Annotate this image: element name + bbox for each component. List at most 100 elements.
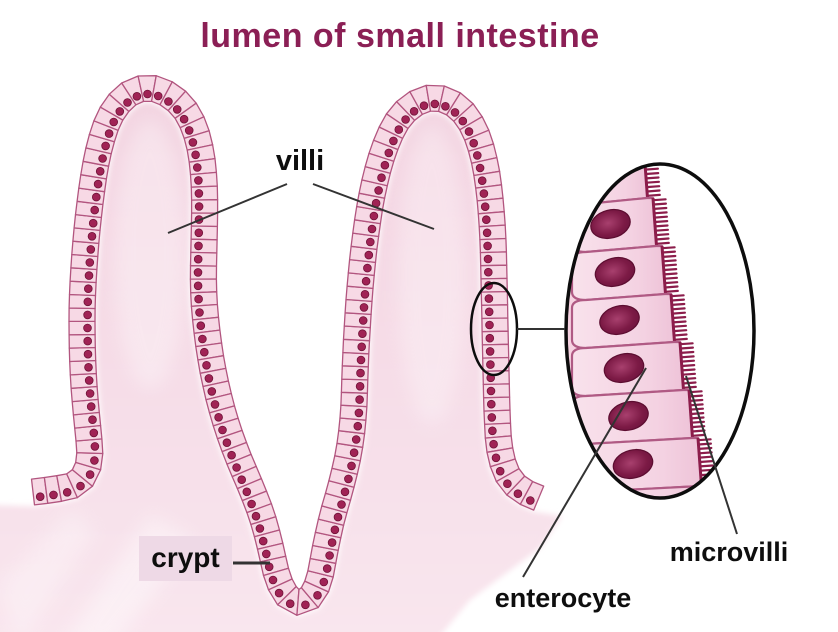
microvillus-tick bbox=[706, 490, 722, 494]
cell-nucleus bbox=[214, 412, 223, 422]
microvillus-tick bbox=[654, 233, 670, 237]
cell-nucleus bbox=[477, 176, 487, 186]
cell-nucleus bbox=[357, 342, 367, 352]
microvillus-tick bbox=[700, 481, 715, 485]
diagram-title: lumen of small intestine bbox=[200, 17, 600, 55]
microvillus-tick bbox=[645, 160, 658, 161]
cell-nucleus bbox=[49, 490, 58, 500]
cell-nucleus bbox=[88, 415, 97, 425]
cell-nucleus bbox=[480, 202, 490, 212]
cell-nucleus bbox=[344, 474, 353, 484]
cell-nucleus bbox=[359, 303, 369, 312]
microvillus-tick bbox=[644, 176, 660, 180]
microvillus-tick bbox=[664, 289, 679, 293]
cell-nucleus bbox=[347, 461, 356, 471]
cell-nucleus bbox=[194, 228, 204, 238]
microvillus-tick bbox=[708, 500, 721, 501]
inset-enterocyte-cell bbox=[570, 164, 649, 206]
cell-nucleus bbox=[458, 116, 468, 126]
cell-nucleus bbox=[319, 577, 329, 587]
cell-nucleus bbox=[85, 389, 95, 398]
microvillus-tick bbox=[653, 224, 669, 228]
cell-nucleus bbox=[351, 435, 361, 444]
cell-nucleus bbox=[472, 151, 482, 160]
inset-cell-nucleus bbox=[599, 304, 640, 336]
microvillus-tick bbox=[652, 198, 667, 202]
cell-nucleus bbox=[115, 107, 125, 116]
microvillus-tick bbox=[661, 250, 677, 254]
cell-nucleus bbox=[109, 117, 118, 127]
cell-nucleus bbox=[101, 141, 110, 151]
cell-nucleus bbox=[484, 307, 494, 317]
cell-nucleus bbox=[389, 136, 398, 146]
cell-nucleus bbox=[513, 489, 523, 499]
cell-nucleus bbox=[179, 114, 189, 124]
cell-nucleus bbox=[85, 258, 95, 267]
cell-nucleus bbox=[486, 399, 496, 409]
cell-nucleus bbox=[258, 536, 268, 546]
microvillus-tick bbox=[670, 307, 686, 311]
microvillus-tick bbox=[710, 522, 723, 523]
epithelium bbox=[30, 75, 545, 616]
cell-nucleus bbox=[193, 268, 203, 277]
cell-nucleus bbox=[237, 475, 247, 485]
microvillus-tick bbox=[690, 429, 706, 433]
brush-border-base bbox=[705, 485, 712, 498]
microvillus-tick bbox=[710, 527, 723, 528]
cell-nucleus bbox=[358, 329, 367, 339]
microvillus-tick bbox=[661, 259, 677, 263]
microvillus-tick bbox=[645, 156, 657, 157]
cell-nucleus bbox=[488, 426, 497, 436]
cell-nucleus bbox=[123, 98, 132, 107]
microvillus-tick bbox=[671, 320, 687, 324]
cell-nucleus bbox=[487, 413, 497, 422]
microvillus-tick bbox=[652, 206, 668, 210]
microvillus-tick bbox=[671, 316, 687, 320]
cell-nucleus bbox=[84, 362, 93, 372]
cell-nucleus bbox=[486, 360, 495, 369]
inset-lumen bbox=[641, 164, 754, 498]
enterocyte-line bbox=[522, 367, 647, 578]
cell-nucleus bbox=[196, 321, 206, 331]
cell-nucleus bbox=[191, 150, 200, 160]
microvillus-tick bbox=[654, 237, 670, 241]
microvillus-tick bbox=[679, 350, 695, 354]
microvillus-tick bbox=[645, 180, 661, 184]
cell-nucleus bbox=[202, 360, 211, 370]
cell-nucleus bbox=[481, 215, 491, 225]
cell-nucleus bbox=[83, 323, 92, 333]
cell-nucleus bbox=[491, 453, 501, 463]
cell-nucleus bbox=[479, 189, 489, 198]
cell-nucleus bbox=[86, 402, 96, 411]
cell-nucleus bbox=[349, 448, 359, 458]
microvillus-tick bbox=[653, 220, 669, 224]
cell-nucleus bbox=[85, 470, 95, 479]
cell-nucleus bbox=[489, 439, 498, 449]
microvillus-tick bbox=[654, 228, 670, 232]
microvillus-tick bbox=[688, 398, 704, 402]
cell-nucleus bbox=[90, 456, 99, 465]
microvillus-tick bbox=[689, 416, 705, 420]
cell-nucleus bbox=[251, 511, 261, 521]
microvillus-tick bbox=[646, 193, 661, 197]
cell-nucleus bbox=[485, 347, 495, 356]
inset-cell-nucleus bbox=[603, 352, 645, 384]
cell-nucleus bbox=[301, 600, 310, 610]
microvillus-tick bbox=[644, 167, 660, 171]
cell-nucleus bbox=[486, 386, 496, 396]
cell-nucleus bbox=[84, 376, 94, 385]
microvillus-tick bbox=[708, 505, 721, 506]
cell-nucleus bbox=[268, 575, 278, 585]
cell-nucleus bbox=[484, 294, 494, 303]
microvillus-tick bbox=[670, 298, 686, 302]
cell-nucleus bbox=[84, 271, 94, 280]
cell-nucleus bbox=[464, 127, 474, 136]
epithelium-cell bbox=[519, 480, 545, 511]
microvillus-tick bbox=[698, 464, 714, 468]
cell-nucleus bbox=[353, 421, 363, 431]
microvillus-tick bbox=[652, 202, 668, 206]
cell-nucleus bbox=[132, 92, 142, 101]
microvillus-tick bbox=[645, 189, 661, 193]
